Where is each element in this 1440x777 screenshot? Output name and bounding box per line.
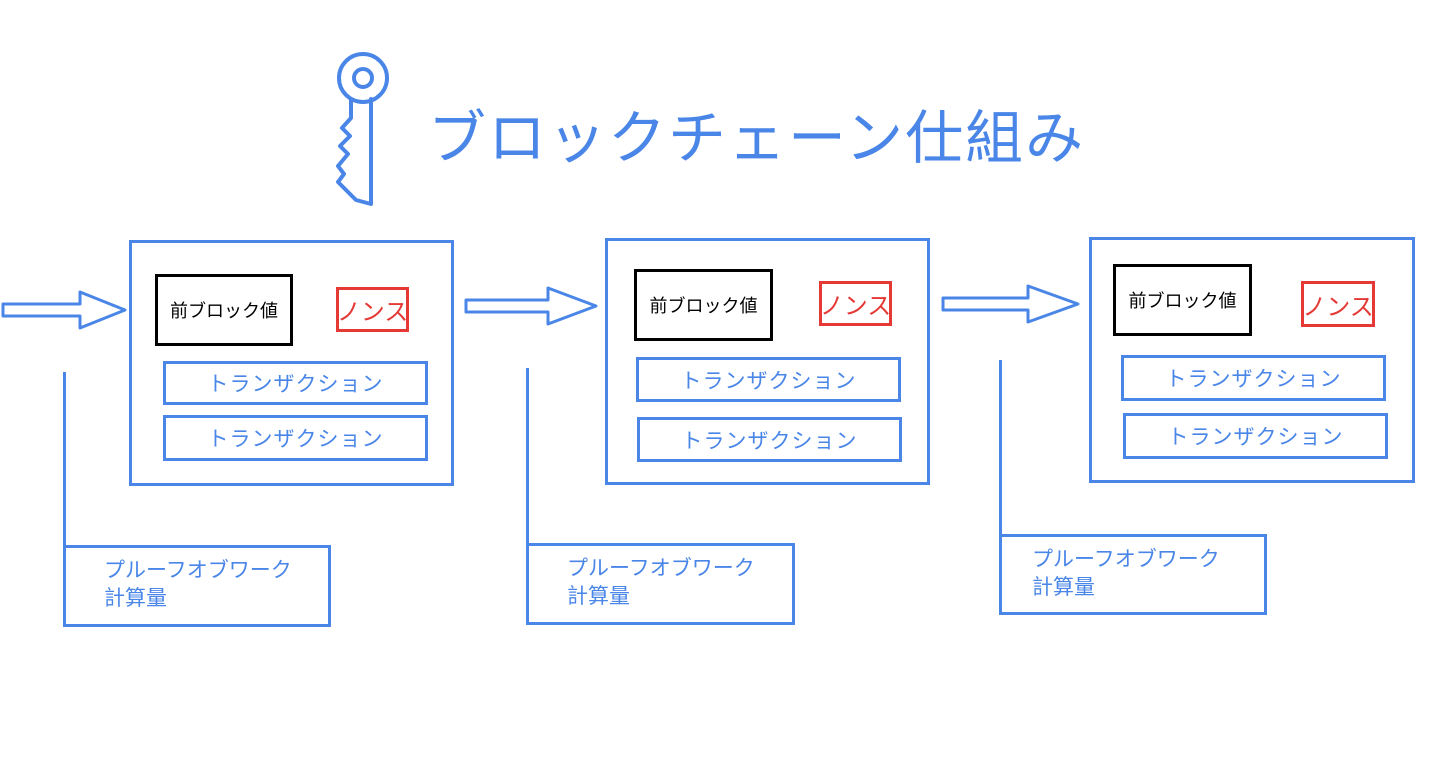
transaction-box: トランザクション xyxy=(637,417,902,462)
proof-of-work-title: プルーフオブワーク xyxy=(104,558,292,582)
prev-block-hash-box: 前ブロック値 xyxy=(1113,264,1252,336)
prev-block-hash-box: 前ブロック値 xyxy=(634,269,773,341)
key-icon xyxy=(336,52,389,206)
computation-label: 計算量 xyxy=(104,586,167,610)
prev-block-hash-box: 前ブロック値 xyxy=(155,274,293,346)
connector-line xyxy=(63,372,66,548)
proof-of-work-box: プルーフオブワーク 計算量 xyxy=(999,534,1267,615)
computation-label: 計算量 xyxy=(567,584,630,608)
right-arrow-icon xyxy=(464,286,598,326)
page-title: ブロックチェーン仕組み xyxy=(428,104,1086,172)
transaction-box: トランザクション xyxy=(163,361,428,405)
connector-line xyxy=(526,368,529,546)
right-arrow-icon xyxy=(1,290,127,330)
nonce-box: ノンス xyxy=(1301,281,1375,327)
proof-of-work-title: プルーフオブワーク xyxy=(567,556,755,580)
right-arrow-icon xyxy=(941,284,1080,324)
proof-of-work-label: プルーフオブワーク 計算量 xyxy=(567,554,755,610)
nonce-box: ノンス xyxy=(819,281,892,326)
transaction-box: トランザクション xyxy=(1121,355,1386,401)
proof-of-work-title: プルーフオブワーク xyxy=(1032,547,1220,571)
computation-label: 計算量 xyxy=(1032,575,1095,599)
transaction-box: トランザクション xyxy=(1123,413,1388,459)
block xyxy=(1089,237,1415,483)
transaction-box: トランザクション xyxy=(163,415,428,461)
proof-of-work-label: プルーフオブワーク 計算量 xyxy=(1032,545,1220,601)
connector-line xyxy=(999,360,1002,537)
transaction-box: トランザクション xyxy=(636,357,901,402)
proof-of-work-box: プルーフオブワーク 計算量 xyxy=(526,543,795,625)
nonce-box: ノンス xyxy=(336,287,409,332)
block xyxy=(605,238,930,485)
proof-of-work-label: プルーフオブワーク 計算量 xyxy=(104,556,292,612)
proof-of-work-box: プルーフオブワーク 計算量 xyxy=(63,545,331,627)
